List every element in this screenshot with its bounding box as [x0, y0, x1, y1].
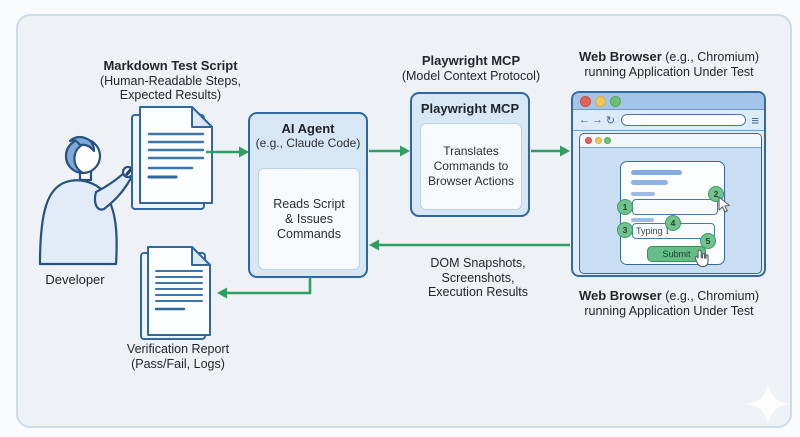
- web-browser-top-label: Web Browser (e.g., Chromium) running App…: [562, 49, 776, 79]
- return-flow-line1: DOM Snapshots,: [430, 256, 526, 270]
- playwright-body3: Browser Actions: [427, 174, 515, 188]
- hand-cursor-icon: [694, 249, 709, 268]
- forward-icon: →: [592, 114, 603, 126]
- web-browser-bottom-bold: Web Browser: [578, 288, 662, 303]
- refresh-icon: ↻: [605, 114, 616, 127]
- form-label-bar-1: [631, 192, 655, 196]
- ai-agent-subtitle: (e.g., Claude Code): [255, 136, 361, 150]
- close-window-icon: [580, 95, 591, 107]
- web-browser-top-rest: (e.g., Chromium): [661, 50, 760, 64]
- return-flow-label: DOM Snapshots, Screenshots, Execution Re…: [403, 256, 553, 300]
- menu-icon: ≡: [751, 112, 759, 128]
- return-flow-line2: Screenshots,: [441, 270, 515, 285]
- browser-toolbar: ← → ↻ ≡: [573, 110, 764, 131]
- playwright-body2: Commands to: [433, 159, 509, 173]
- app-minimize-icon: [594, 137, 602, 144]
- web-browser-bottom-line2: running Application Under Test: [584, 303, 754, 318]
- verification-report-label: Verification Report (Pass/Fail, Logs): [93, 342, 263, 371]
- markdown-script-sub1: (Human-Readable Steps,: [99, 73, 242, 88]
- ai-agent-body1: Reads Script: [273, 196, 345, 211]
- pointer-cursor-icon: [718, 196, 731, 213]
- step-badge-4: 4: [665, 215, 681, 231]
- ai-agent-function-box: Reads Script & Issues Commands: [258, 168, 360, 270]
- text-cursor-icon: I: [665, 227, 670, 237]
- address-bar: [621, 114, 747, 126]
- verification-report-line2: (Pass/Fail, Logs): [131, 356, 225, 371]
- playwright-body1: Translates: [443, 144, 499, 158]
- web-browser-top-line2: running Application Under Test: [584, 64, 754, 79]
- app-window-header: [580, 134, 761, 148]
- web-browser-bottom-label: Web Browser (e.g., Chromium) running App…: [562, 288, 776, 318]
- web-browser-bottom-rest: (e.g., Chromium): [661, 289, 760, 303]
- submit-button: Submit: [647, 246, 706, 262]
- maximize-window-icon: [610, 95, 621, 107]
- minimize-window-icon: [595, 95, 606, 107]
- ai-agent-box: AI Agent (e.g., Claude Code) Reads Scrip…: [248, 112, 368, 278]
- ai-agent-body3: Commands: [277, 226, 341, 241]
- playwright-mcp-label-title: Playwright MCP: [421, 53, 521, 68]
- form-heading-bar: [631, 170, 682, 175]
- form-label-bar-2: [631, 218, 654, 222]
- playwright-mcp-box-title: Playwright MCP: [420, 101, 520, 116]
- playwright-mcp-label: Playwright MCP (Model Context Protocol): [381, 53, 561, 83]
- browser-titlebar: [573, 93, 764, 110]
- developer-label: Developer: [45, 272, 105, 287]
- step-badge-1: 1: [617, 199, 633, 215]
- markdown-script-title: Markdown Test Script: [103, 58, 238, 73]
- markdown-script-label: Markdown Test Script (Human-Readable Ste…: [78, 58, 263, 103]
- ai-agent-title: AI Agent: [281, 121, 335, 136]
- markdown-script-sub2: Expected Results): [119, 88, 222, 102]
- app-maximize-icon: [604, 137, 611, 144]
- playwright-mcp-label-sub: (Model Context Protocol): [401, 68, 541, 83]
- playwright-function-box: Translates Commands to Browser Actions: [420, 123, 522, 210]
- form-input-1: [632, 199, 718, 215]
- step-badge-5: 5: [700, 233, 716, 249]
- ai-agent-body2: & Issues: [285, 211, 333, 226]
- form-subheading-bar: [631, 180, 668, 185]
- app-close-icon: [585, 137, 592, 144]
- back-icon: ←: [579, 114, 590, 126]
- web-browser-top-bold: Web Browser: [578, 49, 662, 64]
- step-badge-3: 3: [617, 222, 633, 238]
- playwright-mcp-box: Playwright MCP Translates Commands to Br…: [410, 92, 530, 217]
- return-flow-line3: Execution Results: [427, 285, 529, 299]
- verification-report-line1: Verification Report: [126, 342, 230, 356]
